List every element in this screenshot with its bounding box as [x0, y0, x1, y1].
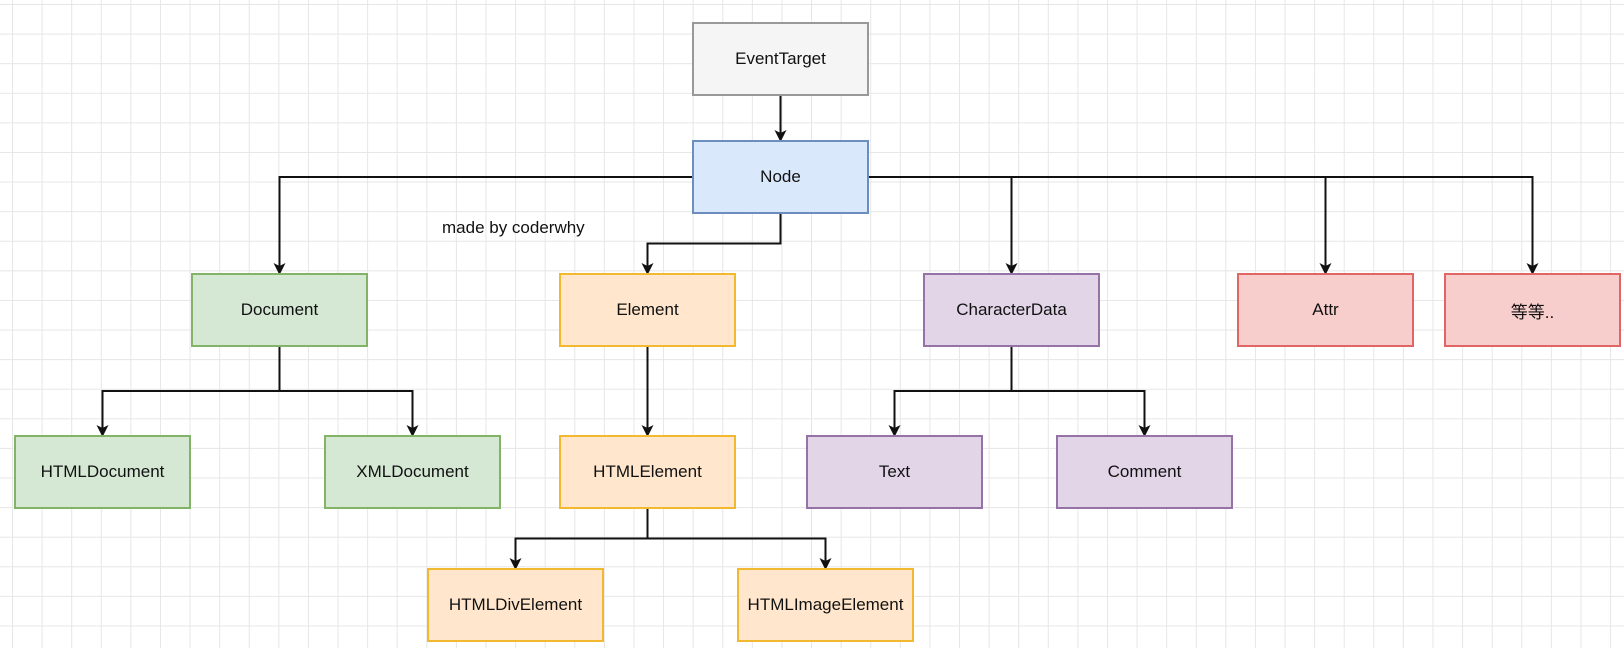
- node-attr: Attr: [1237, 273, 1414, 347]
- author-annotation: made by coderwhy: [442, 218, 585, 237]
- edge-characterdata-to-text: [888, 347, 1013, 437]
- node-eventtarget: EventTarget: [692, 22, 869, 96]
- edge-node-to-document: [273, 176, 692, 275]
- node-htmlimageelement: HTMLImageElement: [737, 568, 914, 642]
- node-element: Element: [559, 273, 736, 347]
- node-comment: Comment: [1056, 435, 1233, 509]
- edge-node-to-etc: [869, 176, 1539, 275]
- edge-htmlelement-to-htmldivelement: [509, 509, 649, 570]
- node-node: Node: [692, 140, 869, 214]
- node-characterdata: CharacterData: [923, 273, 1100, 347]
- node-document: Document: [191, 273, 368, 347]
- edge-node-to-characterdata: [869, 176, 1018, 275]
- edge-node-to-attr: [869, 176, 1332, 275]
- edge-node-to-element: [641, 214, 782, 275]
- edge-document-to-htmldocument: [96, 347, 281, 437]
- node-htmldocument: HTMLDocument: [14, 435, 191, 509]
- edge-characterdata-to-comment: [1010, 347, 1151, 437]
- edge-htmlelement-to-htmlimageelement: [646, 509, 832, 570]
- edge-group: [96, 96, 1539, 570]
- node-xmldocument: XMLDocument: [324, 435, 501, 509]
- node-etc: 等等..: [1444, 273, 1621, 347]
- node-text: Text: [806, 435, 983, 509]
- edge-document-to-xmldocument: [278, 347, 419, 437]
- node-htmldivelement: HTMLDivElement: [427, 568, 604, 642]
- node-htmlelement: HTMLElement: [559, 435, 736, 509]
